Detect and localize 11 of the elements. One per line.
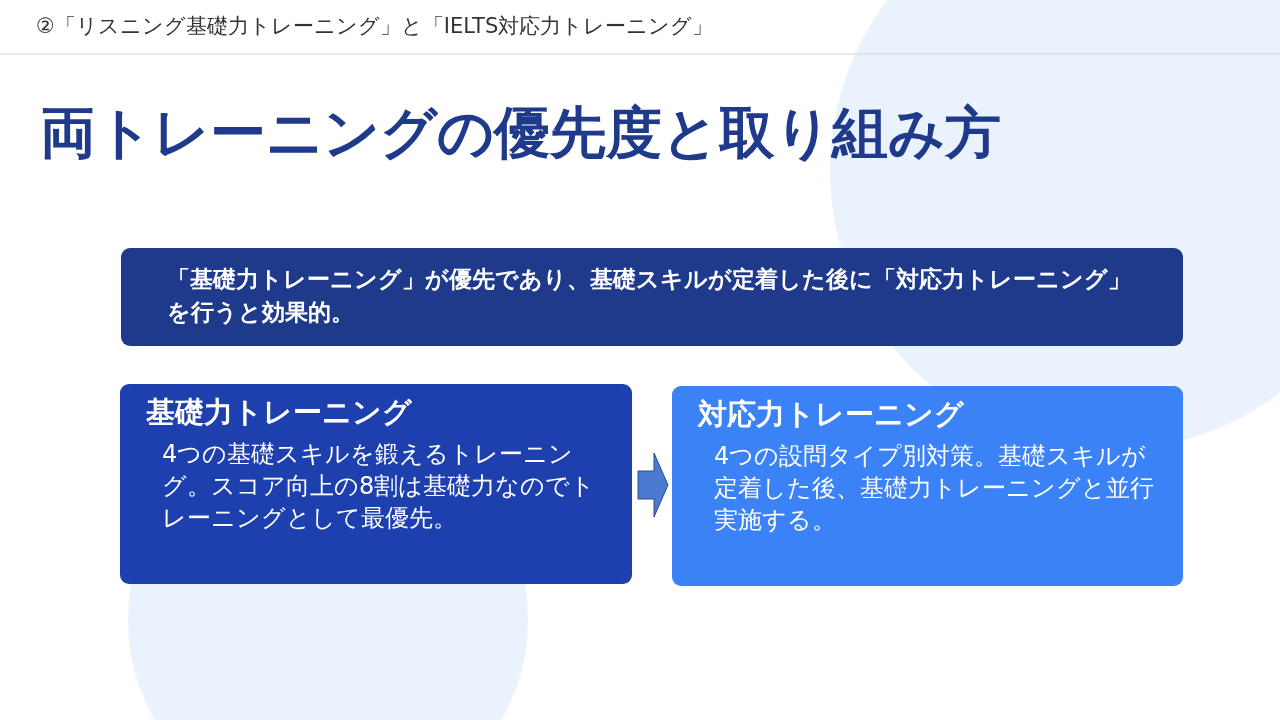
training-card [120,384,632,584]
section-heading: ②「リスニング基礎力トレーニング」と「IELTS対応力トレーニング」 [36,13,714,40]
card-heading: 基礎力トレーニング [146,394,413,431]
card-heading: 対応力トレーニング [698,396,965,433]
card-description: 4つの設問タイプ別対策。基礎スキルが定着した後、基礎力トレーニングと並行実施する。 [714,440,1155,537]
training-card [672,386,1183,586]
summary-text: 「基礎力トレーニング」が優先であり、基礎スキルが定着した後に「対応力トレーニング」を行うと効果的。 [167,265,1132,328]
block-arrow [637,452,669,518]
card-description: 4つの基礎スキルを鍛えるトレーニング。スコア向上の8割は基礎力なのでトレーニングとして最優先。 [162,438,597,535]
summary-banner [121,248,1183,346]
slide-title: 両トレーニングの優先度と取り組み方 [40,99,1001,167]
